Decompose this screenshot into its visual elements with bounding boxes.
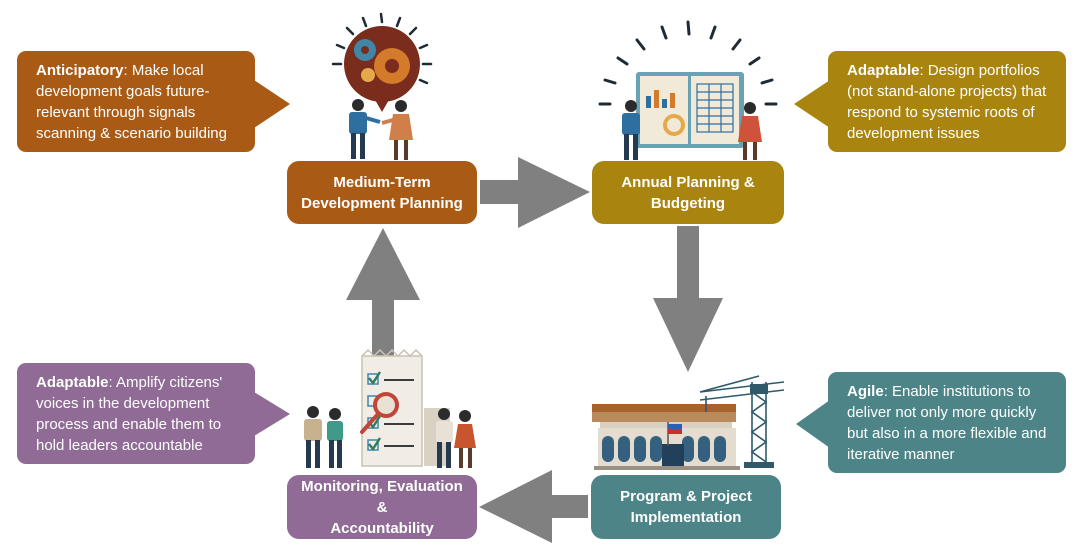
callout-heading: Anticipatory xyxy=(36,62,124,79)
arrow-down xyxy=(653,226,723,372)
callout-anticipatory: Anticipatory: Make local development goa… xyxy=(17,51,255,152)
callout-heading: Adaptable xyxy=(847,62,920,79)
construction-crane-icon xyxy=(592,375,785,470)
node-program-project-implementation: Program & Project Implementation xyxy=(591,475,781,539)
arrow-up xyxy=(346,228,420,362)
pointer-adaptable-top xyxy=(794,80,830,128)
pointer-agile xyxy=(796,400,830,448)
callout-text: : Design portfolios (not stand-alone pro… xyxy=(847,62,1047,142)
open-book-report-icon xyxy=(598,20,778,160)
node-medium-term-development-planning: Medium-Term Development Planning xyxy=(287,161,477,224)
callout-heading: Adaptable xyxy=(36,374,109,391)
node-annual-planning-budgeting: Annual Planning & Budgeting xyxy=(592,161,784,224)
gears-idea-icon xyxy=(331,12,433,160)
node-label: Medium-Term Development Planning xyxy=(301,173,463,212)
pointer-adaptable-mea xyxy=(254,392,290,436)
callout-text: : Make local development goals future-re… xyxy=(36,62,227,142)
arrow-left xyxy=(479,470,588,543)
callout-heading: Agile xyxy=(847,383,884,400)
callout-text: : Enable institutions to deliver not onl… xyxy=(847,383,1047,463)
callout-adaptable-citizens: Adaptable: Amplify citizens' voices in t… xyxy=(17,363,255,464)
callout-agile: Agile: Enable institutions to deliver no… xyxy=(828,372,1066,473)
arrow-right xyxy=(480,157,590,228)
node-label: Annual Planning & Budgeting xyxy=(621,173,755,212)
callout-adaptable-portfolios: Adaptable: Design portfolios (not stand-… xyxy=(828,51,1066,152)
node-label: Monitoring, Evaluation & Accountability xyxy=(301,477,463,537)
callout-text: : Amplify citizens' voices in the develo… xyxy=(36,374,223,454)
node-monitoring-evaluation-accountability: Monitoring, Evaluation & Accountability xyxy=(287,475,477,539)
pointer-anticipatory xyxy=(254,80,290,128)
checklist-magnifier-icon xyxy=(304,348,476,468)
node-label: Program & Project Implementation xyxy=(620,488,752,526)
